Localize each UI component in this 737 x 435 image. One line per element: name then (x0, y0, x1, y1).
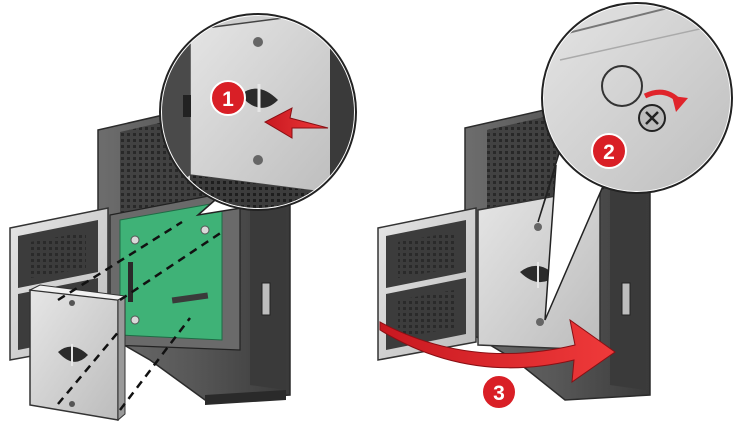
left-panel-illustration: 1 (9, 13, 357, 422)
zoom-callout-left (159, 13, 357, 211)
callout-pointer-right (537, 149, 611, 321)
outer-door-right (377, 207, 477, 361)
controller-compartment (109, 189, 241, 351)
alignment-guides (57, 220, 223, 411)
step-number-3: 3 (493, 382, 505, 405)
step-number-2: 2 (603, 141, 615, 164)
curved-arrow-icon (379, 318, 616, 384)
step-badge-1: 1 (210, 80, 246, 116)
shield-plate (28, 284, 127, 422)
push-arrow-icon (263, 107, 329, 139)
step-badge-2: 2 (591, 133, 627, 169)
right-panel-illustration: 2 3 (377, 2, 733, 410)
zoom-callout-right (541, 2, 733, 194)
rotate-arrow-icon (643, 89, 688, 112)
step-badge-3: 3 (481, 374, 517, 410)
step-number-1: 1 (222, 88, 234, 111)
